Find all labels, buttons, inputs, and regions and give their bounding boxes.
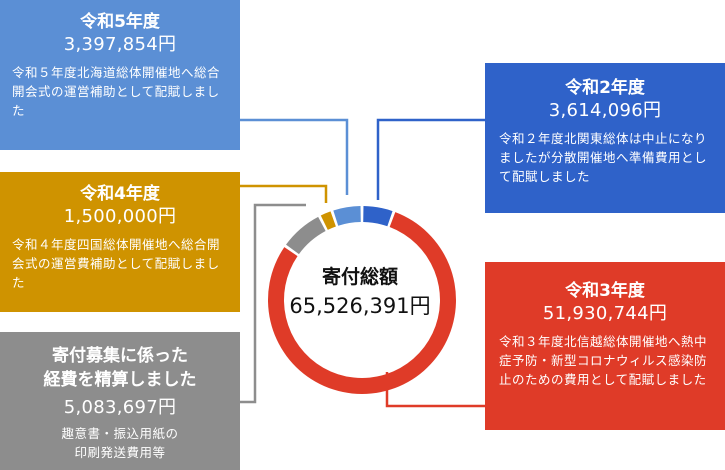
donut-arcs [268, 206, 456, 394]
card-description: 令和３年度北信越総体開催地へ熱中症予防・新型コロナウィルス感染防止のための費用と… [499, 334, 708, 387]
card-title: 令和5年度 [80, 12, 160, 32]
card-amount: 51,930,744円 [542, 303, 668, 324]
card-amount: 1,500,000円 [63, 206, 177, 227]
card-description: 令和５年度北海道総体開催地へ総合開会式の運営補助として配賦しました [12, 65, 221, 118]
card-reiwa3: 令和3年度 51,930,744円 令和３年度北信越総体開催地へ熱中症予防・新型… [485, 262, 725, 430]
connector-line-4 [376, 118, 485, 200]
connector-line-2 [240, 184, 328, 203]
donut-slice-1 [363, 206, 393, 227]
donut-slice-3 [286, 216, 326, 255]
card-title-line1: 寄付募集に係った [52, 346, 188, 366]
card-title: 令和4年度 [80, 184, 160, 204]
card-description: 令和４年度四国総体開催地へ総合開会式の運営費補助として配賦しました [12, 237, 221, 290]
donut-center-total: 65,526,391円 [289, 294, 431, 318]
card-amount: 3,397,854円 [63, 34, 177, 55]
card-reiwa2: 令和2年度 3,614,096円 令和２年度北関東総体は中止になりましたが分散開… [485, 63, 725, 213]
card-description: 令和２年度北関東総体は中止になりましたが分散開催地へ準備費用として配賦しました [499, 131, 708, 184]
card-description-line1: 趣意書・振込用紙の [61, 426, 179, 441]
card-reiwa5: 令和5年度 3,397,854円 令和５年度北海道総体開催地へ総合開会式の運営補… [0, 0, 240, 150]
connector-line-3 [240, 203, 306, 404]
card-title: 令和3年度 [565, 281, 645, 301]
connector-line-1 [240, 118, 349, 195]
donut-center-label: 寄付総額 [321, 266, 398, 288]
card-reiwa4: 令和4年度 1,500,000円 令和４年度四国総体開催地へ総合開会式の運営費補… [0, 172, 240, 312]
card-amount: 5,083,697円 [63, 397, 177, 418]
card-title: 令和2年度 [565, 78, 645, 98]
card-expense: 寄付募集に係った 経費を精算しました 5,083,697円 趣意書・振込用紙の … [0, 332, 240, 470]
card-title-line2: 経費を精算しました [43, 370, 197, 390]
donut-slice-5 [333, 206, 361, 226]
card-amount: 3,614,096円 [548, 100, 662, 121]
card-description-line2: 印刷発送費用等 [74, 445, 166, 460]
donut-slice-4 [320, 211, 336, 230]
